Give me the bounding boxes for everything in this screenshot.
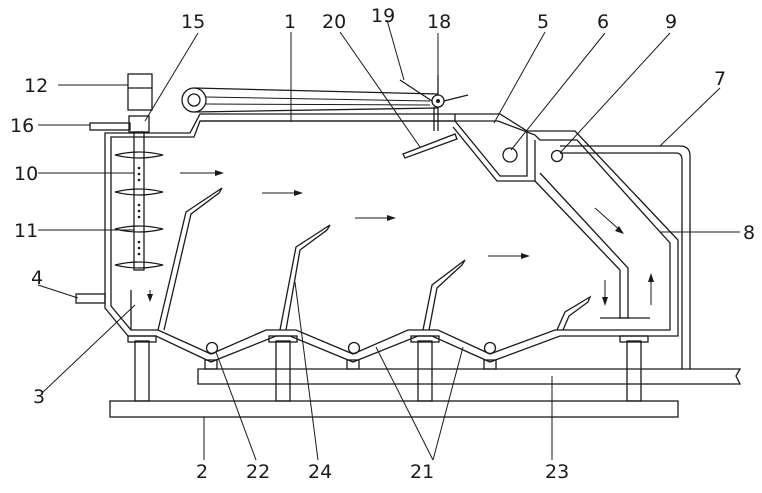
leader-lines [37, 19, 740, 461]
airflow-arrows [147, 170, 654, 306]
label-15: 15 [181, 11, 205, 33]
bottom-nozzles [205, 341, 497, 355]
internal-fins [157, 187, 592, 331]
main-body-shell [104, 113, 679, 363]
fan-circle-9 [550, 149, 564, 163]
inlet-pipe-4 [75, 293, 106, 304]
label-21: 21 [410, 461, 434, 483]
baffle-20 [402, 133, 458, 159]
stirring-motor [89, 73, 153, 271]
return-pipe [560, 145, 691, 369]
outlet-duct [534, 172, 650, 319]
label-23: 23 [545, 461, 569, 483]
label-20: 20 [322, 11, 346, 33]
label-2: 2 [196, 461, 208, 483]
label-18: 18 [427, 11, 451, 33]
label-10: 10 [14, 163, 38, 185]
label-7: 7 [714, 68, 726, 90]
label-9: 9 [665, 11, 677, 33]
rotor-18 [399, 75, 469, 131]
label-8: 8 [743, 222, 755, 244]
fan-circle-6 [502, 147, 518, 163]
label-22: 22 [246, 461, 270, 483]
base-frame [109, 368, 742, 418]
label-12: 12 [24, 75, 48, 97]
label-6: 6 [597, 11, 609, 33]
label-11: 11 [14, 220, 38, 242]
label-1: 1 [284, 11, 296, 33]
label-3: 3 [33, 386, 45, 408]
stirring-blades [114, 151, 164, 269]
part-labels: 1 2 3 4 5 6 7 8 9 10 11 12 15 16 18 19 2… [10, 5, 755, 483]
top-conveyor [181, 87, 439, 113]
label-19: 19 [371, 5, 395, 27]
label-24: 24 [308, 461, 332, 483]
label-16: 16 [10, 115, 34, 137]
label-4: 4 [31, 267, 43, 289]
label-5: 5 [537, 11, 549, 33]
